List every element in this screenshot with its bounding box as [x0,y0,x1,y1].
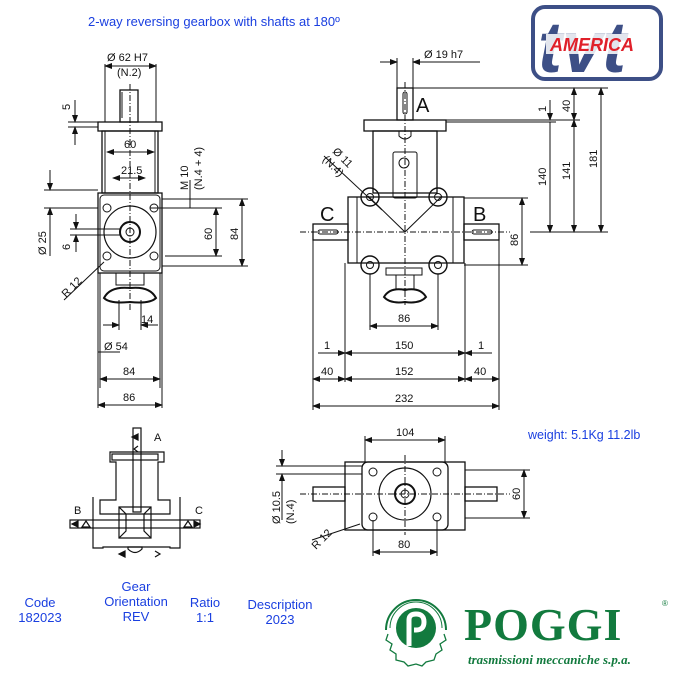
dim-v86: 86 [509,234,521,246]
dim-shaft-dia: Ø 25 [37,231,49,255]
dim-pilot: 5 [61,104,73,110]
dim-v40: 40 [561,100,573,112]
dim-top-hole-note: (N.4) [285,500,297,524]
spec-code-label: Code [24,595,56,610]
dim-h40-left: 40 [321,366,333,378]
scheme-label-a: A [154,432,162,444]
scheme-label-b: B [74,505,81,517]
dim-top-bottom-width: 80 [398,539,410,551]
poggi-wordmark: POGGI [464,599,622,650]
america-text: AMERICA [549,35,634,55]
spec-ratio-label: Ratio [189,595,221,610]
dim-bore: Ø 62 H7 [107,52,148,64]
spec-code: Code 182023 [14,595,66,625]
dim-key: 21.5 [121,165,142,177]
tvt-logo-graphic: tvt AMERICA [531,5,663,82]
spec-gear-label-2: Orientation [104,594,168,609]
dim-h1-right: 1 [478,340,484,352]
dim-v1: 1 [537,106,549,112]
dim-v181: 181 [588,150,600,168]
dim-radius: R 12 [60,275,85,300]
dim-shaft-a-dia: Ø 19 h7 [424,49,463,61]
poggi-tagline: trasmissioni meccaniche s.p.a. [468,652,631,667]
dim-bore-note: (N.2) [117,67,141,79]
drawing-title: 2-way reversing gearbox with shafts at 1… [88,14,340,29]
dim-height: 84 [229,228,241,240]
poggi-logo-graphic: POGGI ® [385,599,668,667]
spec-description: Description 2023 [240,597,320,627]
dim-bolt-pitch: 60 [203,228,215,240]
weight-label: weight: 5.1Kg 11.2lb [528,428,641,442]
top-view [276,436,530,556]
dim-thread-note: (N.4 + 4) [193,147,205,190]
spec-ratio-value: 1:1 [195,610,215,625]
dim-top-height: 60 [511,488,523,500]
dim-v140: 140 [537,168,549,186]
dim-width-outer: 86 [123,392,135,404]
poggi-logo: POGGI ® [378,588,673,673]
front-view [300,58,608,410]
side-view [44,63,248,408]
dim-v141: 141 [561,162,573,180]
dim-h40-right: 40 [474,366,486,378]
registered-mark: ® [662,599,668,608]
scheme-view [69,427,202,558]
dim-h150: 150 [395,340,413,352]
spec-description-label: Description [247,597,313,612]
scheme-label-c: C [195,505,203,517]
dim-top-hole-dia: Ø 10.5 [271,491,283,524]
dim-width-inner: 84 [123,366,135,378]
tvt-america-logo: tvt AMERICA [530,4,664,82]
spec-gear-label-1: Gear [121,579,151,594]
dim-thread: M 10 [179,166,191,190]
spec-gear-value: REV [122,609,150,624]
dim-h86: 86 [398,313,410,325]
dim-keyway: 6 [61,244,73,250]
dim-flange-width: 60 [124,139,136,151]
dim-h152: 152 [395,366,413,378]
shaft-label-a: A [416,95,430,117]
dim-h232: 232 [395,393,413,405]
dim-top-radius: R 12 [310,527,335,552]
spec-description-value: 2023 [265,612,295,627]
dim-h1-left: 1 [324,340,330,352]
shaft-label-b: B [473,204,486,226]
shaft-label-c: C [320,204,334,226]
spec-code-value: 182023 [18,610,62,625]
dim-hub-dia: Ø 54 [104,341,128,353]
dim-top-width: 104 [396,427,414,439]
dim-knob: 14 [141,314,153,326]
spec-ratio: Ratio 1:1 [186,595,224,625]
spec-gear-orientation: Gear Orientation REV [98,579,174,624]
